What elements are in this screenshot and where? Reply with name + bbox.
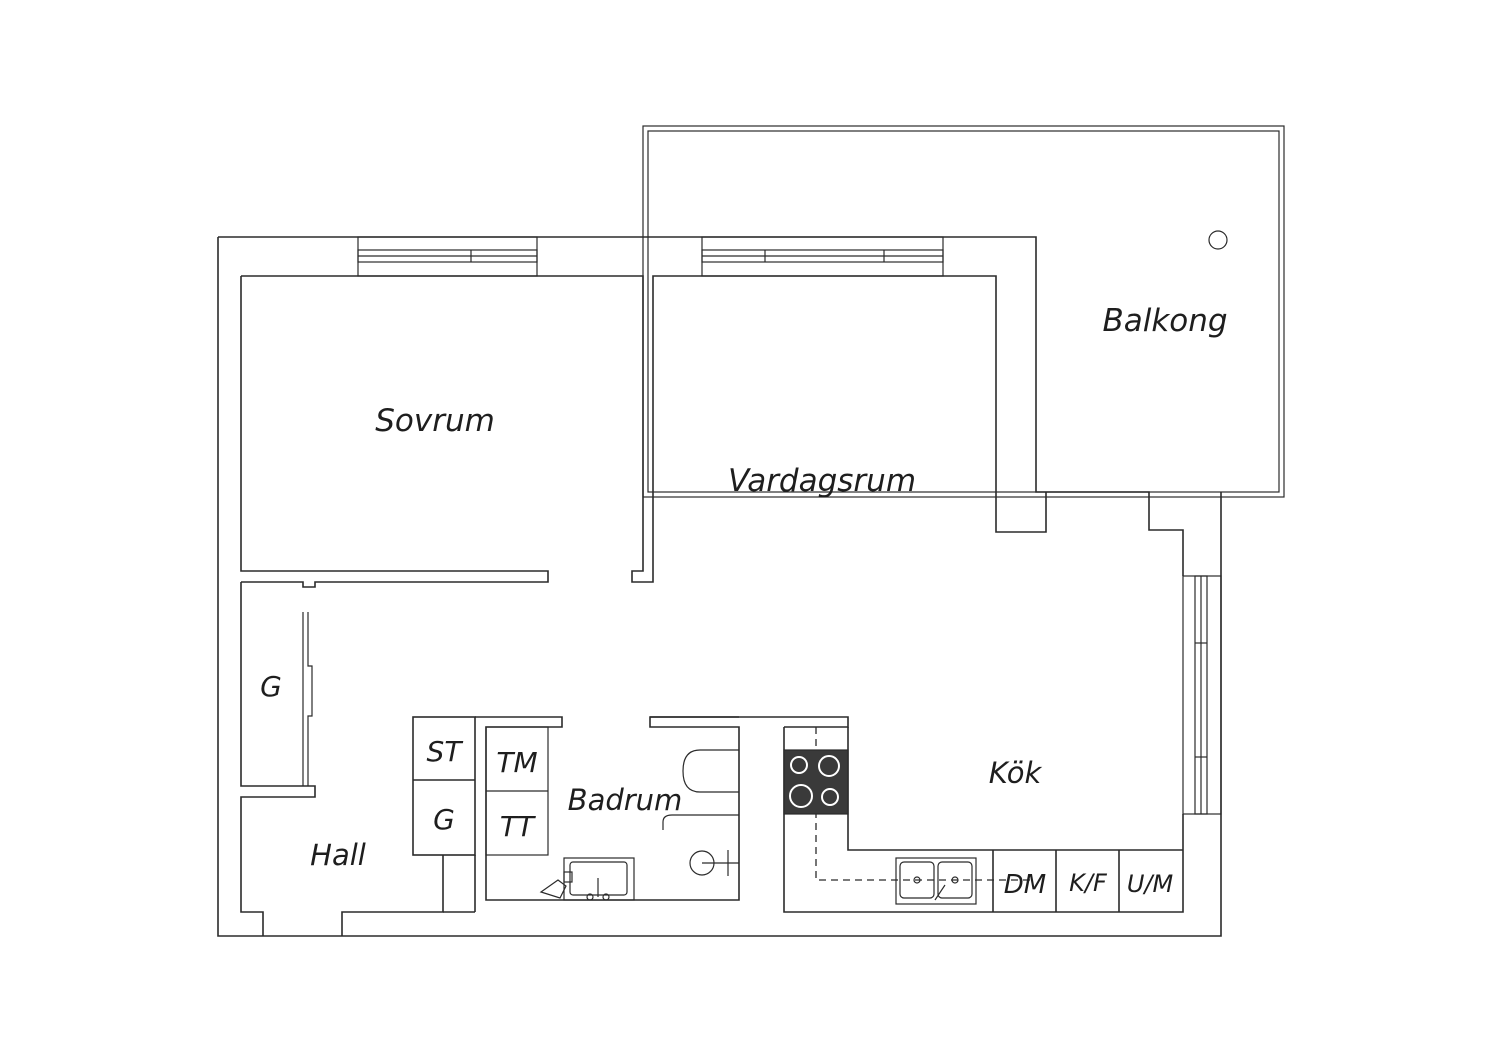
drain-icon [1208,230,1228,250]
room-label-kok: Kök [989,756,1043,790]
shower-icon [662,814,739,876]
washbasin-icon [539,857,635,901]
stove-icon [783,749,849,815]
closet-label-g: G [433,803,455,836]
window-icon [1182,575,1222,815]
appliance-label-kf: K/F [1069,869,1108,897]
appliance-label-dm: DM [1004,870,1046,900]
room-label-badrum: Badrum [568,783,683,817]
sink-icon [895,857,977,905]
closet-walls [341,716,476,936]
toilet-icon [682,749,739,793]
appliance-label-um: U/M [1127,870,1174,898]
wardrobe-walls [240,582,316,936]
exterior-walls [217,236,1222,937]
closet-label-tt: TT [500,810,536,843]
window-icon [357,236,538,277]
closet-label-hall-wardrobe: G [260,670,282,703]
room-label-hall: Hall [310,838,366,872]
room-label-balkong: Balkong [1102,303,1227,339]
room-label-vardagsrum: Vardagsrum [728,463,916,499]
bedroom-walls [240,276,549,588]
window-icon [701,236,944,277]
closet-label-st: ST [427,735,464,768]
closet-label-tm: TM [496,746,537,779]
room-label-sovrum: Sovrum [375,403,495,439]
